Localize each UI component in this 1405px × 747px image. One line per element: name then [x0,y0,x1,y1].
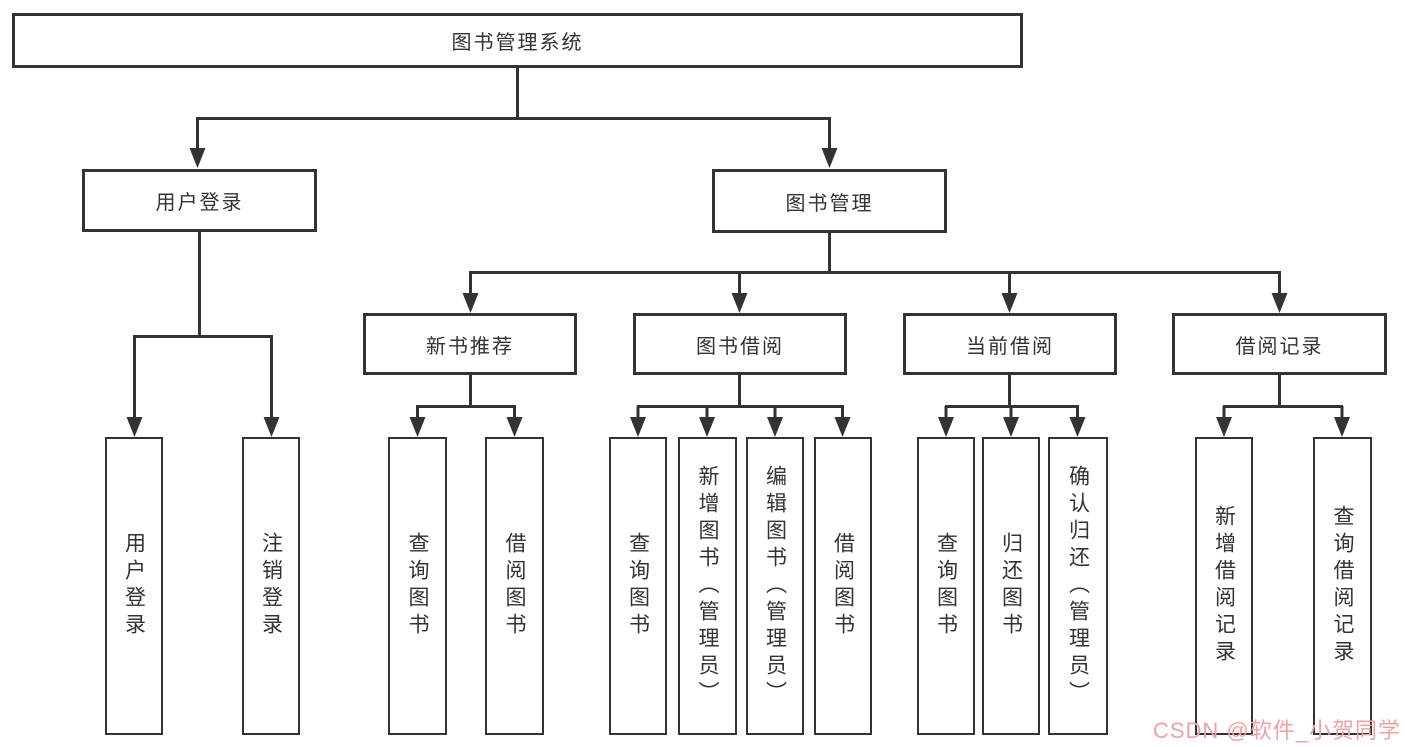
node-add-borrow-record: 新增借阅记录 [1195,437,1253,735]
node-borrow-books-borrow-label: 借阅图书 [831,532,855,640]
node-add-book-admin-label: 新增图书（管理员） [696,464,719,708]
node-user-login-group: 用户登录 [82,169,317,232]
node-new-book-recommend: 新书推荐 [363,313,577,375]
node-return-book-label: 归还图书 [999,532,1023,640]
node-borrow-records-label: 借阅记录 [1235,335,1324,358]
node-book-borrow-label: 图书借阅 [696,335,784,358]
node-confirm-return-admin: 确认归还（管理员） [1048,437,1108,735]
node-user-login-group-label: 用户登录 [155,192,244,214]
node-book-management-label: 图书管理 [785,192,874,215]
node-borrow-records: 借阅记录 [1172,313,1387,375]
node-query-borrow-record: 查询借阅记录 [1313,437,1372,735]
node-query-books-recommend-label: 查询图书 [406,532,429,640]
node-add-borrow-record-label: 新增借阅记录 [1212,505,1236,667]
node-borrow-books-recommend-label: 借阅图书 [503,532,526,640]
node-edit-book-admin-label: 编辑图书（管理员） [763,464,787,708]
node-edit-book-admin: 编辑图书（管理员） [746,437,804,735]
node-user-login: 用户登录 [105,437,163,735]
node-new-book-recommend-label: 新书推荐 [426,335,514,358]
node-borrow-books-recommend: 借阅图书 [485,437,544,735]
node-query-books-current: 查询图书 [917,437,975,735]
node-book-borrow: 图书借阅 [633,313,847,375]
node-return-book: 归还图书 [982,437,1040,735]
node-confirm-return-admin-label: 确认归还（管理员） [1066,464,1090,708]
node-user-login-label: 用户登录 [122,532,146,640]
node-query-borrow-record-label: 查询借阅记录 [1331,505,1354,667]
node-current-borrow: 当前借阅 [903,313,1117,375]
node-root-label: 图书管理系统 [451,32,584,54]
watermark: CSDN @软件_小贺同学 [1152,718,1401,743]
node-query-books-current-label: 查询图书 [934,532,958,640]
node-borrow-books-borrow: 借阅图书 [814,437,872,735]
tree-connector-strokes [133,68,1344,419]
node-query-books-borrow-label: 查询图书 [626,532,650,640]
node-query-books-borrow: 查询图书 [609,437,667,735]
node-logout-label: 注销登录 [259,532,283,640]
node-root: 图书管理系统 [12,13,1023,68]
node-current-borrow-label: 当前借阅 [966,335,1054,358]
node-book-management: 图书管理 [712,169,947,233]
node-logout: 注销登录 [242,437,300,735]
node-add-book-admin: 新增图书（管理员） [678,437,737,735]
node-query-books-recommend: 查询图书 [388,437,447,735]
